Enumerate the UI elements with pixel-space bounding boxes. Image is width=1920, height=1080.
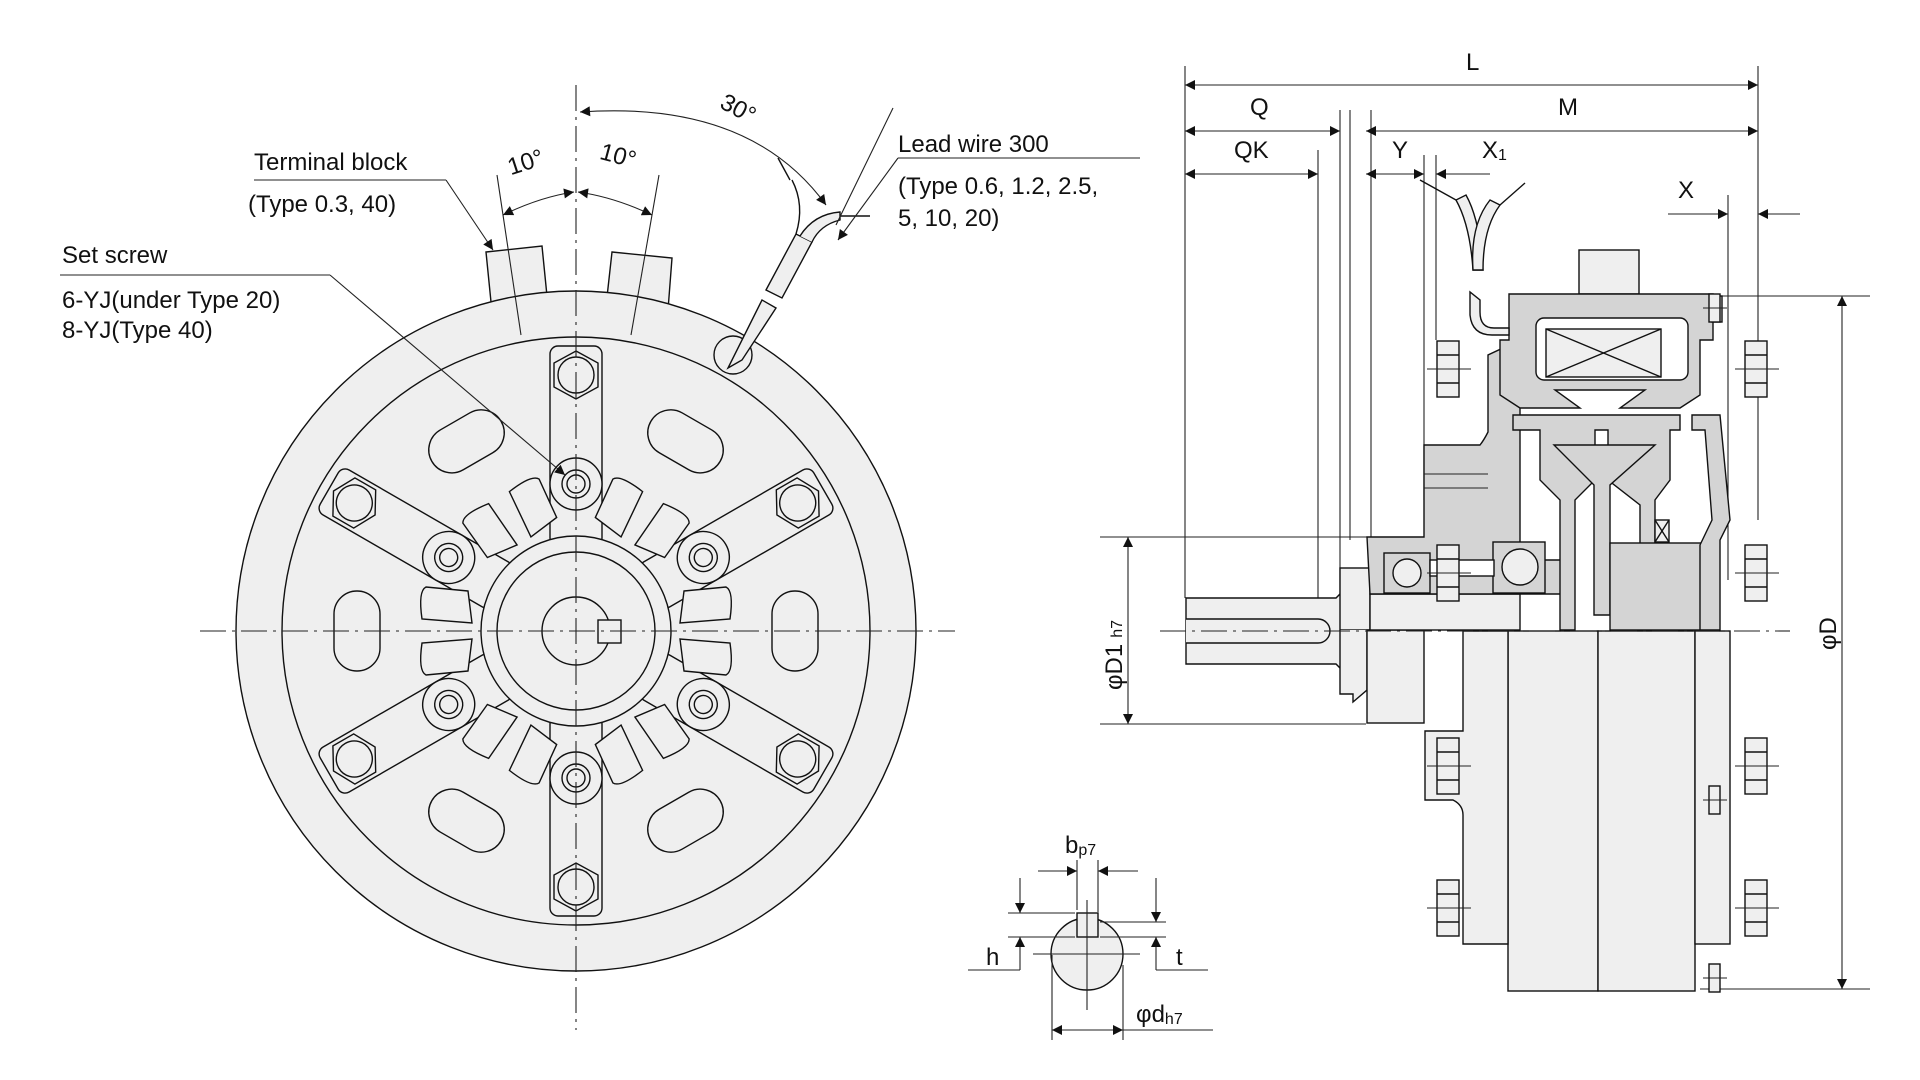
rotor-assembly (1512, 414, 1731, 631)
lead-wire-side (1419, 179, 1526, 336)
hex-nut-icon (1735, 737, 1779, 795)
small-screw-icon (1703, 963, 1727, 993)
lead-wire-label: Lead wire 300 (898, 131, 1049, 158)
small-screw-icon (1703, 785, 1727, 815)
hex-nut-icon (1735, 879, 1779, 937)
lower-housing (1424, 630, 1731, 992)
key-detail: bp7 h t φdh7 (968, 832, 1213, 1040)
set-screw-spec-1: 6-YJ(under Type 20) (62, 287, 280, 314)
terminal-block-note: (Type 0.3, 40) (248, 191, 396, 218)
dim-label-L: L (1466, 49, 1479, 76)
hex-nut-icon (1735, 340, 1779, 398)
angle-dimensions (496, 106, 894, 336)
set-screw-spec-2: 8-YJ(Type 40) (62, 317, 213, 344)
dim-label-QK: QK (1234, 137, 1269, 164)
hex-nut-icon (1427, 340, 1471, 398)
key-width-label: bp7 (1065, 832, 1096, 859)
dim-label-D1: φD1h7 (1101, 620, 1128, 690)
lead-wire-types-2: 5, 10, 20) (898, 205, 999, 232)
angle-label-left: 10° (504, 144, 547, 181)
vent-slot (428, 703, 558, 853)
dim-label-M: M (1558, 94, 1578, 121)
set-screw-label: Set screw (62, 242, 168, 269)
spoke-arm (318, 468, 514, 609)
vent-slot (428, 409, 558, 559)
hex-nut-icon (1427, 737, 1471, 795)
dim-label-X1: X1 (1482, 137, 1507, 164)
leader-lines (60, 157, 1140, 476)
dimension-lines (1123, 80, 1847, 989)
dim-label-D: φD (1815, 617, 1842, 650)
spoke-arm (318, 653, 514, 794)
shaft-diameter-label: φdh7 (1136, 1001, 1183, 1028)
key-height-label: h (986, 944, 999, 971)
small-screw-icon (1703, 293, 1727, 323)
vent-slot (594, 409, 724, 559)
spoke-arm (638, 653, 834, 794)
vent-slot (333, 586, 473, 676)
hex-nut-icon (1427, 879, 1471, 937)
coil-housing (1499, 249, 1723, 409)
front-view: Terminal block (Type 0.3, 40) Set screw … (60, 85, 1140, 1030)
spoke-arm (638, 468, 834, 609)
vent-slot (594, 703, 724, 853)
lead-wire-grommet (713, 157, 870, 375)
bolts (1427, 293, 1779, 993)
angle-label-lead: 30° (716, 89, 761, 130)
keyway-depth-label: t (1176, 944, 1183, 971)
angle-label-right: 10° (597, 138, 639, 173)
dim-label-Q: Q (1250, 94, 1269, 121)
hex-nut-icon (1735, 544, 1779, 602)
dim-label-X: X (1678, 177, 1694, 204)
side-view: L Q M QK Y X1 X φD1h7 φD (1100, 49, 1870, 993)
dim-label-Y: Y (1392, 137, 1408, 164)
hub-sleeve (1339, 567, 1521, 724)
hex-nut-icon (1427, 544, 1471, 602)
terminal-block-label: Terminal block (254, 149, 408, 176)
lead-wire-types-1: (Type 0.6, 1.2, 2.5, (898, 173, 1098, 200)
